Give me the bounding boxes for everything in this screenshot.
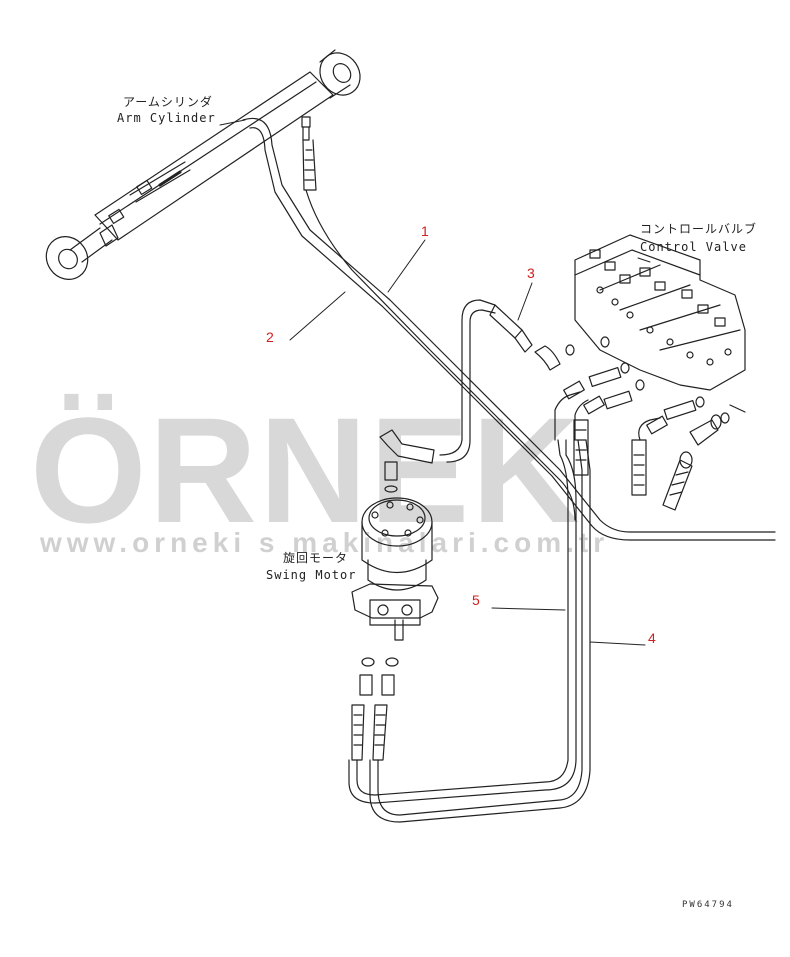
swing-motor-fittings <box>351 657 399 761</box>
callout-2: 2 <box>266 329 274 345</box>
valve-side-hose-ends <box>554 380 722 511</box>
swing-motor <box>351 429 439 641</box>
leader-lines <box>219 119 651 646</box>
drawing-code: PW64794 <box>682 900 734 910</box>
hose-3 <box>439 299 575 463</box>
control-valve-label-en: Control Valve <box>640 240 747 254</box>
callout-1: 1 <box>421 223 429 239</box>
callout-5: 5 <box>472 592 480 608</box>
arm-cylinder-label-jp: アームシリンダ <box>123 95 213 109</box>
watermark-url: www.orneki s makinalari.com.tr <box>40 527 610 558</box>
swing-motor-label-en: Swing Motor <box>266 568 357 582</box>
control-valve <box>574 234 746 424</box>
arm-cylinder <box>45 49 361 280</box>
watermark-brand: ÖRNEK <box>30 386 582 554</box>
callout-3: 3 <box>527 265 535 281</box>
hose-2 <box>305 189 576 521</box>
hose-1 <box>242 117 776 541</box>
arm-cylinder-hose-end <box>301 116 317 191</box>
swing-motor-label-jp: 旋回モータ <box>283 551 349 565</box>
hose-4 <box>369 439 591 823</box>
callout-4: 4 <box>648 630 656 646</box>
control-valve-label-jp: コントロールバルブ <box>640 222 758 236</box>
hose-5 <box>348 439 577 804</box>
arm-cylinder-label-en: Arm Cylinder <box>117 111 216 125</box>
